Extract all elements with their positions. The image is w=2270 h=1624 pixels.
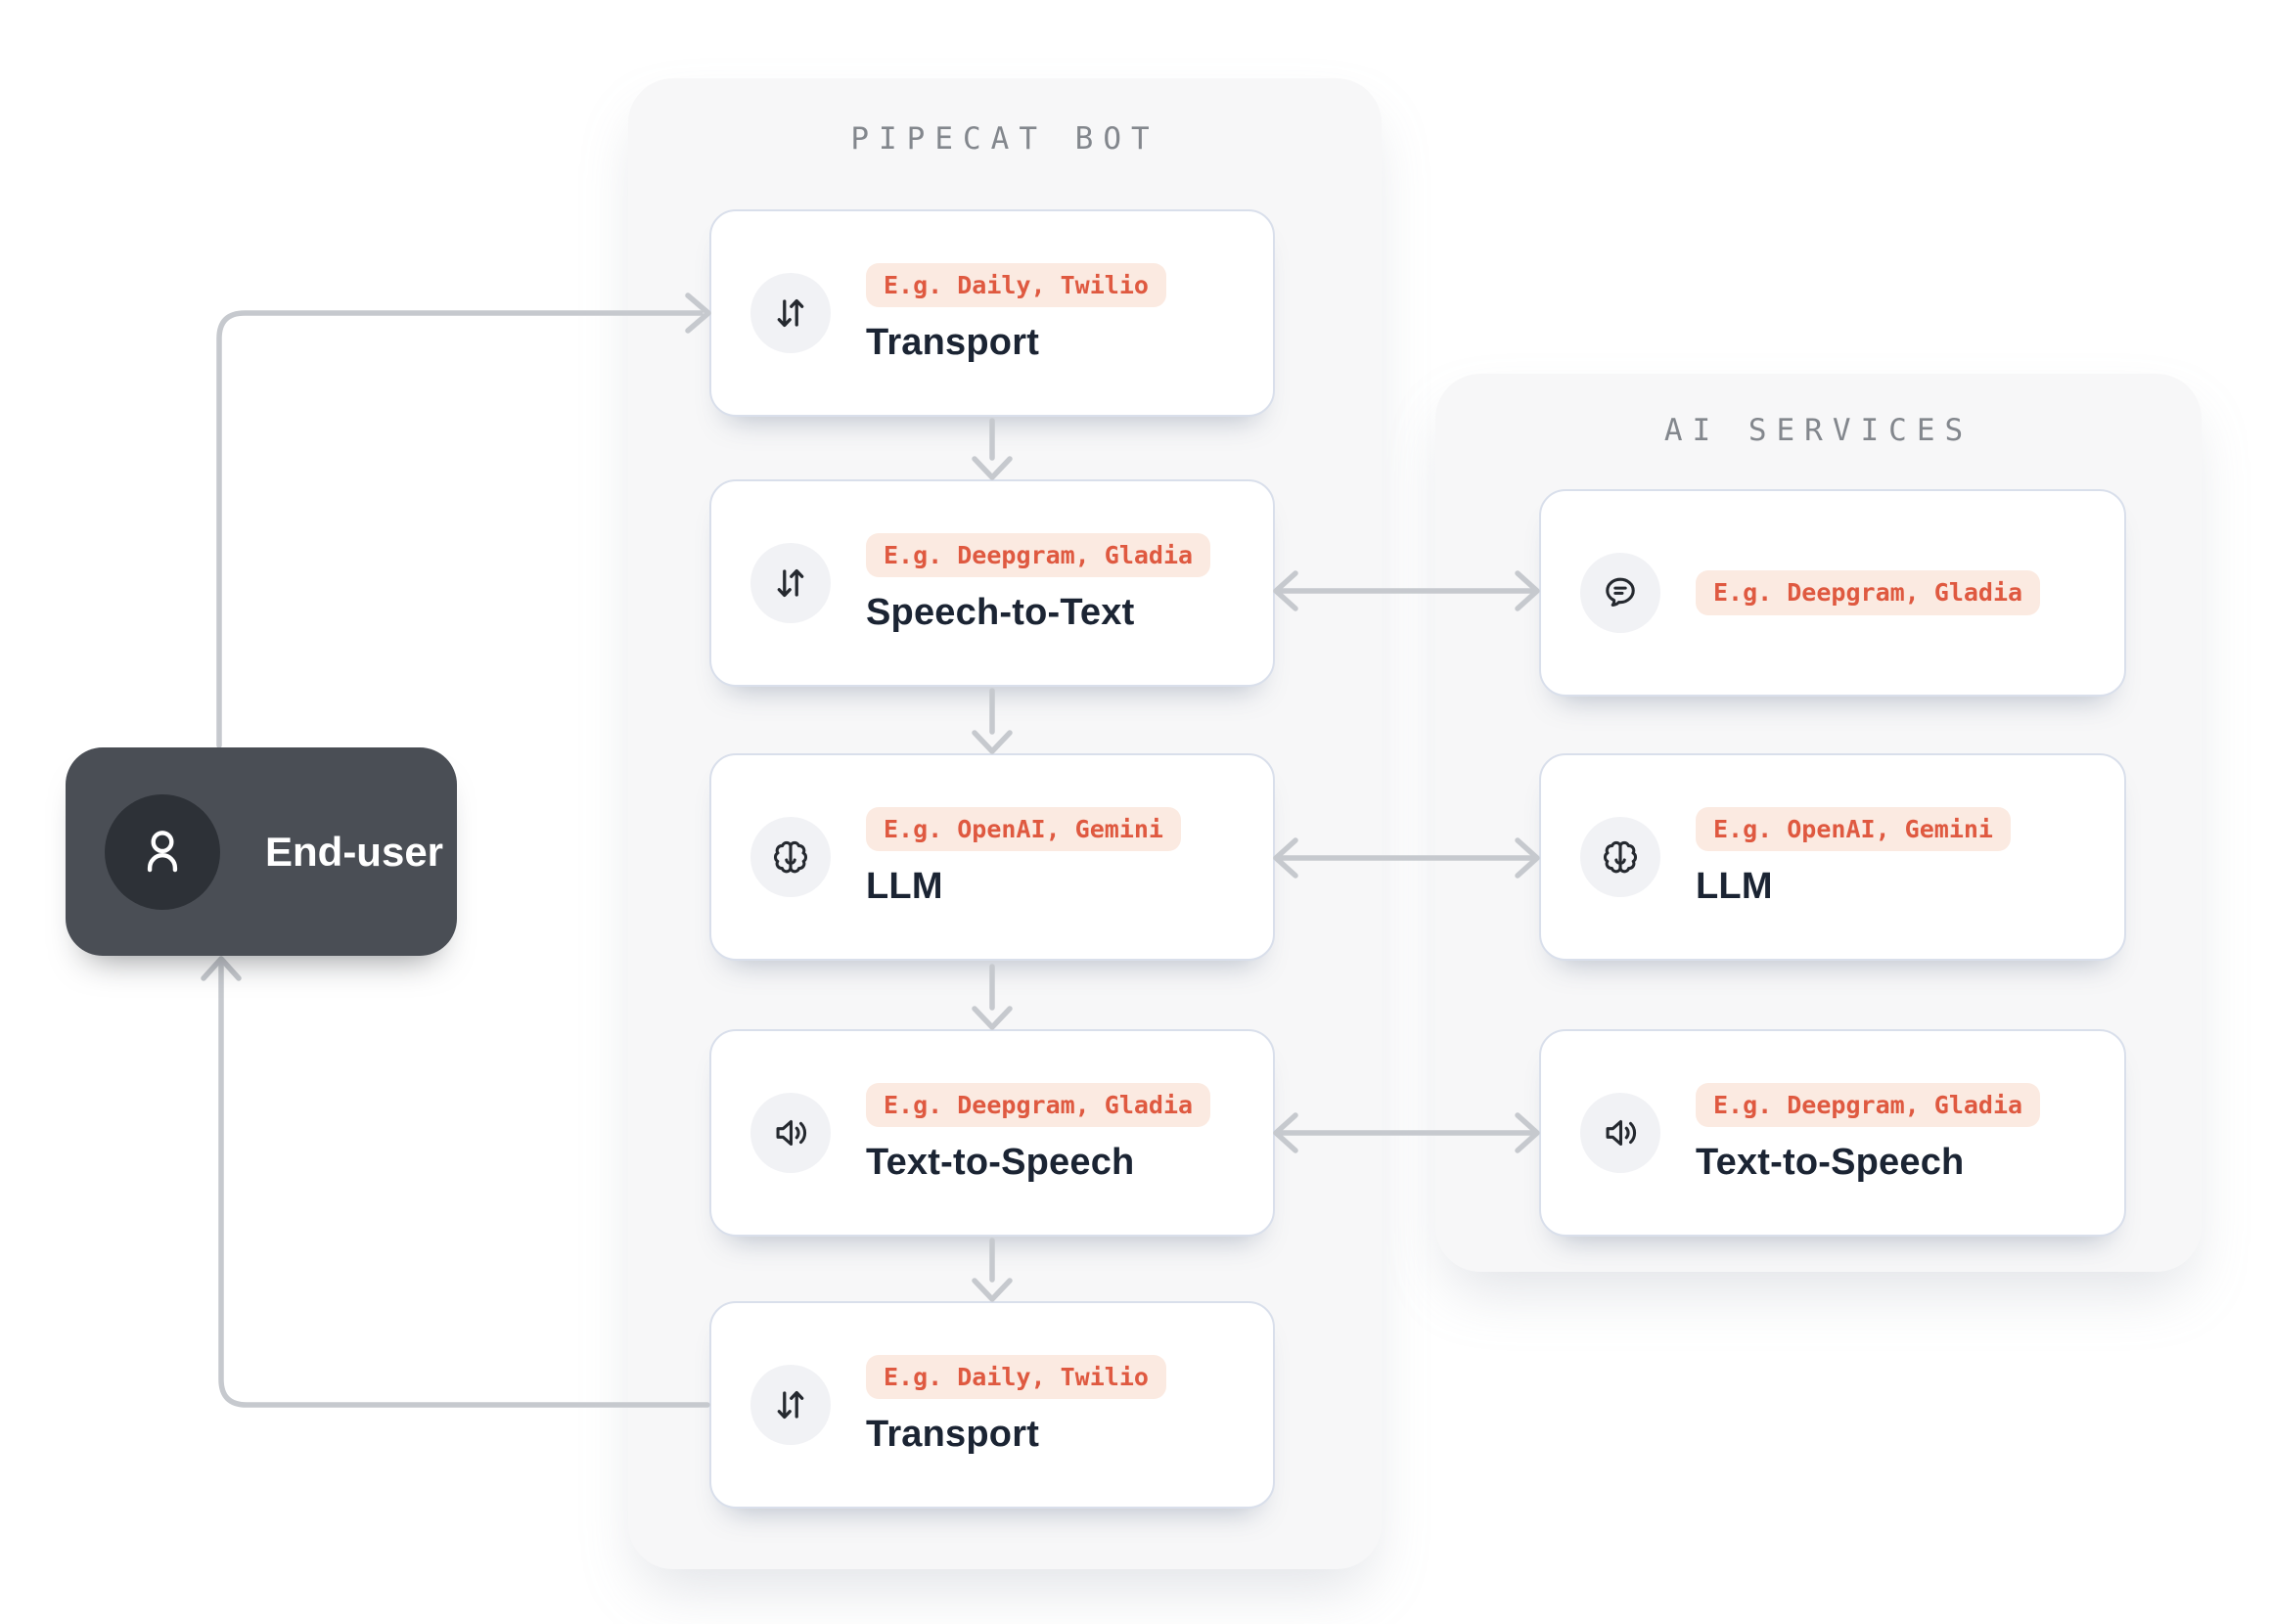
card-title: Text-to-Speech [866,1142,1135,1184]
card-title: Transport [866,322,1040,364]
person-icon [147,830,178,872]
arrowhead-up-icon [201,956,242,981]
example-badge: E.g. Deepgram, Gladia [866,532,1211,578]
example-badge: E.g. OpenAI, Gemini [866,806,1181,852]
arrowhead-right-icon [1515,1112,1540,1153]
arrowhead-down-icon [972,1006,1013,1030]
updown-arrows-icon [777,1390,804,1420]
arrowhead-down-icon [972,456,1013,480]
example-badge: E.g. Deepgram, Gladia [1696,1082,2041,1128]
card-title: Speech-to-Text [866,592,1135,634]
example-badge: E.g. OpenAI, Gemini [1696,806,2011,852]
arrowhead-left-icon [1273,837,1298,879]
ai-card-text-to-speech: E.g. Deepgram, Gladia Text-to-Speech [1539,1029,2126,1237]
arrowhead-right-icon [685,293,711,334]
card-transport-in: E.g. Daily, Twilio Transport [709,209,1275,417]
end-user-label: End-user [265,828,444,875]
arrowhead-down-icon [972,730,1013,754]
card-text-to-speech: E.g. Deepgram, Gladia Text-to-Speech [709,1029,1275,1237]
card-transport-out: E.g. Daily, Twilio Transport [709,1301,1275,1509]
example-badge: E.g. Deepgram, Gladia [1696,570,2041,615]
card-speech-to-text: E.g. Deepgram, Gladia Speech-to-Text [709,479,1275,687]
example-badge: E.g. Daily, Twilio [866,262,1166,308]
arrow-transport-to-enduser [218,960,710,1408]
arrowhead-down-icon [972,1278,1013,1302]
pipecat-bot-panel: PIPECAT BOT E.g. Daily, Twilio Transport… [628,78,1382,1569]
updown-arrows-icon [777,568,804,598]
speaker-icon [1606,1119,1637,1147]
arrow-enduser-to-transport [216,310,704,748]
ai-services-panel: AI SERVICES E.g. Deepgram, Gladia E.g. [1435,374,2202,1272]
card-title: LLM [866,866,943,908]
card-title: LLM [1696,866,1773,908]
brain-icon [773,840,808,874]
arrowhead-left-icon [1273,570,1298,611]
speech-bubble-icon [1606,577,1635,607]
card-llm: E.g. OpenAI, Gemini LLM [709,753,1275,961]
brain-icon [1603,840,1638,874]
arrowhead-right-icon [1515,837,1540,879]
ai-services-panel-title: AI SERVICES [1663,413,1974,448]
updown-arrows-icon [777,298,804,328]
example-badge: E.g. Deepgram, Gladia [866,1082,1211,1128]
ai-card-speech-to-text: E.g. Deepgram, Gladia [1539,489,2126,697]
example-badge: E.g. Daily, Twilio [866,1354,1166,1400]
arrowhead-left-icon [1273,1112,1298,1153]
speaker-icon [776,1119,807,1147]
card-title: Text-to-Speech [1696,1142,1965,1184]
arrowhead-right-icon [1515,570,1540,611]
ai-card-llm: E.g. OpenAI, Gemini LLM [1539,753,2126,961]
card-title: Transport [866,1414,1040,1456]
pipecat-bot-panel-title: PIPECAT BOT [850,121,1159,157]
end-user-box: End-user [66,747,457,956]
